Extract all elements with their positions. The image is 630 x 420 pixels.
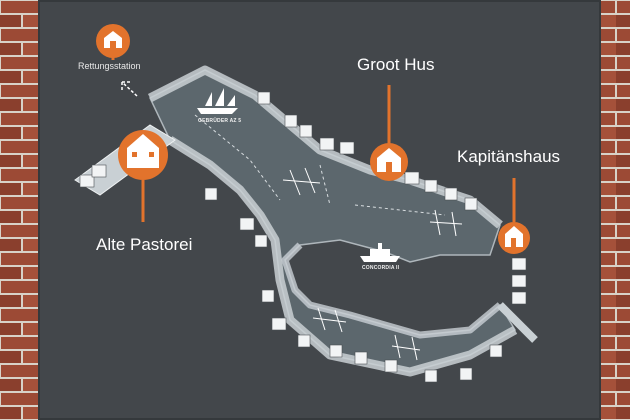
channel-exit (497, 302, 538, 343)
label-groot-hus: Groot Hus (357, 55, 435, 74)
steam-ship-icon (360, 243, 400, 262)
harbor-water (149, 69, 517, 373)
channel-lines (194, 114, 446, 216)
house-marker-icon (118, 130, 168, 180)
connector-lines (111, 57, 516, 222)
house-marker-icon (370, 143, 408, 181)
house-marker-icon (498, 222, 530, 254)
arrow-up-left-icon (121, 81, 138, 97)
bridge-icon (282, 167, 463, 361)
quay-inner (281, 242, 503, 339)
label-sailing-ship: GEBRÜDER AZ 5 (198, 118, 242, 124)
house-marker-icon (96, 24, 130, 58)
sailing-ship-icon (197, 88, 238, 114)
label-alte-pastorei: Alte Pastorei (96, 235, 193, 254)
quay-south (167, 136, 518, 377)
label-kapitaenshaus: Kapitänshaus (457, 147, 561, 166)
label-rettungsstation: Rettungsstation (78, 61, 141, 71)
label-steam-ship: CONCORDIA II (362, 265, 400, 271)
house-icon (79, 91, 527, 383)
quay-north (147, 65, 503, 229)
